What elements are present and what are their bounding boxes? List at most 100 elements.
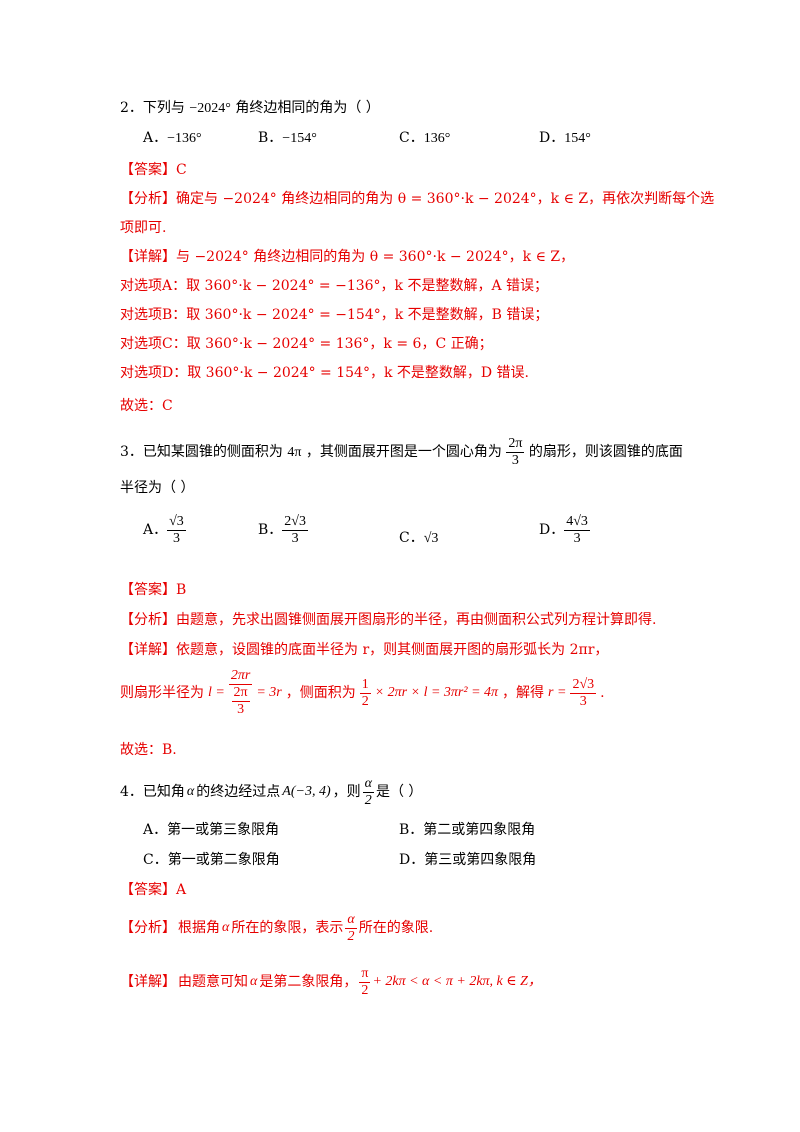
option-label: C． <box>399 530 424 546</box>
alpha-symbol: α <box>222 920 230 935</box>
fraction-numerator: 2√3 <box>282 513 308 531</box>
q2-stem-prefix: 2．下列与 <box>120 100 185 116</box>
option-label: A． <box>143 822 168 838</box>
detail-tag: 【详解】 <box>120 642 176 658</box>
option-value: √3 <box>423 531 439 546</box>
option-value: 第一或第三象限角 <box>167 822 280 838</box>
fraction-numerator: π <box>359 965 371 983</box>
q4-answer: 【答案】A <box>120 880 186 900</box>
analysis-text: 由题意，先求出圆锥侧面展开图扇形的半径，再由侧面积公式列方程计算即得. <box>176 612 657 628</box>
analysis-text: 确定与 −2024° 角终边相同的角为 θ = 360°·k − 2024°，k… <box>176 191 715 207</box>
fraction-denominator: 3 <box>291 530 299 546</box>
option-value: −154° <box>282 131 317 146</box>
q2-detail-line1: 【详解】与 −2024° 角终边相同的角为 θ = 360°·k − 2024°… <box>120 247 574 267</box>
q3-detail-line1: 【详解】依题意，设圆锥的底面半径为 r，则其侧面展开图的扇形弧长为 2πr， <box>120 640 608 660</box>
answer-tag: 【答案】 <box>120 582 176 598</box>
formula-r-lhs: r = <box>548 685 567 700</box>
detail-text: ，侧面积为 <box>285 685 356 701</box>
q4-stem-suffix: 是（ ） <box>375 784 423 800</box>
option-label: D． <box>539 522 565 538</box>
detail-inequality: + 2kπ < α < π + 2kπ, k ∈ Z， <box>372 974 542 989</box>
fraction-denominator: 2 <box>361 982 369 998</box>
option-label: D． <box>399 852 425 868</box>
q2-option-c: C．136° <box>399 128 450 149</box>
detail-text: ，解得 <box>502 685 545 701</box>
q3-analysis: 【分析】由题意，先求出圆锥侧面展开图扇形的半径，再由侧面积公式列方程计算即得. <box>120 610 656 630</box>
q2-option-b: B．−154° <box>258 128 317 149</box>
fraction-numerator: 4√3 <box>564 513 590 531</box>
option-label: B． <box>258 522 283 538</box>
option-value: 154° <box>564 131 591 146</box>
q3-answer: 【答案】B <box>120 580 186 600</box>
detail-text: 依题意，设圆锥的底面半径为 r，则其侧面展开图的扇形弧长为 2πr， <box>176 642 609 658</box>
option-value: 第三或第四象限角 <box>424 852 537 868</box>
q4-option-c: C．第一或第二象限角 <box>143 850 280 870</box>
option-label: D． <box>539 130 565 146</box>
fraction-denominator: 3 <box>172 530 180 546</box>
q2-detail-b: 对选项B：取 360°·k − 2024° = −154°，k 不是整数解，B … <box>120 307 549 323</box>
analysis-tag: 【分析】 <box>120 191 176 207</box>
q3-option-c: C．√3 <box>399 520 438 557</box>
analysis-text: 所在的象限，表示 <box>231 920 344 936</box>
q2-analysis-line1: 【分析】确定与 −2024° 角终边相同的角为 θ = 360°·k − 202… <box>120 189 714 209</box>
fraction-numerator: α <box>345 911 357 929</box>
q2-stem-angle: −2024° <box>189 101 231 116</box>
fraction-numerator: 2√3 <box>570 676 597 694</box>
q3-stem-suffix: 的扇形，则该圆锥的底面 <box>528 444 683 460</box>
q2-detail-c: 对选项C：取 360°·k − 2024° = 136°，k = 6，C 正确； <box>120 336 493 352</box>
q3-conclusion: 故选：B. <box>120 742 177 758</box>
q2-stem: 2．下列与 −2024° 角终边相同的角为（ ） <box>120 98 380 119</box>
q3-stem-area: 4π <box>287 445 302 460</box>
fraction-numerator: α <box>362 775 374 793</box>
answer-tag: 【答案】 <box>120 882 176 898</box>
q2-option-a: A．−136° <box>143 128 202 149</box>
detail-text: 由题意可知 <box>178 974 248 990</box>
detail-tag: 【详解】 <box>120 974 176 990</box>
answer-value: C <box>176 162 187 178</box>
q4-point: A(−3, 4) <box>282 784 331 799</box>
fraction-denominator: 3 <box>511 452 519 468</box>
option-value: 第一或第二象限角 <box>167 852 280 868</box>
fraction-numerator: 2π <box>231 685 250 702</box>
fraction-denominator: 3 <box>573 530 581 546</box>
formula-l-rhs: = 3r <box>256 685 282 700</box>
formula-l-lhs: l = <box>208 685 225 700</box>
q2-detail-d: 对选项D：取 360°·k − 2024° = 154°，k 不是整数解，D 错… <box>120 365 530 381</box>
fraction-denominator: 2 <box>364 792 372 808</box>
fraction-numerator: 1 <box>359 676 371 694</box>
q2-conclusion: 故选：C <box>120 398 173 414</box>
option-label: A． <box>143 522 168 538</box>
option-label: B． <box>258 130 283 146</box>
q2-answer: 【答案】C <box>120 160 187 180</box>
fraction-numerator: 2π <box>506 435 525 453</box>
fraction-denominator: 3 <box>579 693 587 709</box>
q2-analysis-line2: 项即可. <box>120 220 167 236</box>
q2-option-d: D．154° <box>539 128 591 149</box>
detail-text: 是第二象限角， <box>259 974 358 990</box>
option-label: C． <box>399 130 424 146</box>
detail-tag: 【详解】 <box>120 249 176 265</box>
q4-stem-prefix: 4．已知角 <box>120 784 185 800</box>
analysis-text: 所在的象限. <box>358 920 434 936</box>
analysis-text: 根据角 <box>178 920 220 936</box>
option-value: 第二或第四象限角 <box>423 822 536 838</box>
answer-tag: 【答案】 <box>120 162 176 178</box>
fraction-denominator: 2 <box>347 928 355 944</box>
option-value: −136° <box>167 131 202 146</box>
option-value: 136° <box>423 131 451 146</box>
q4-stem-then: ，则 <box>332 784 361 800</box>
